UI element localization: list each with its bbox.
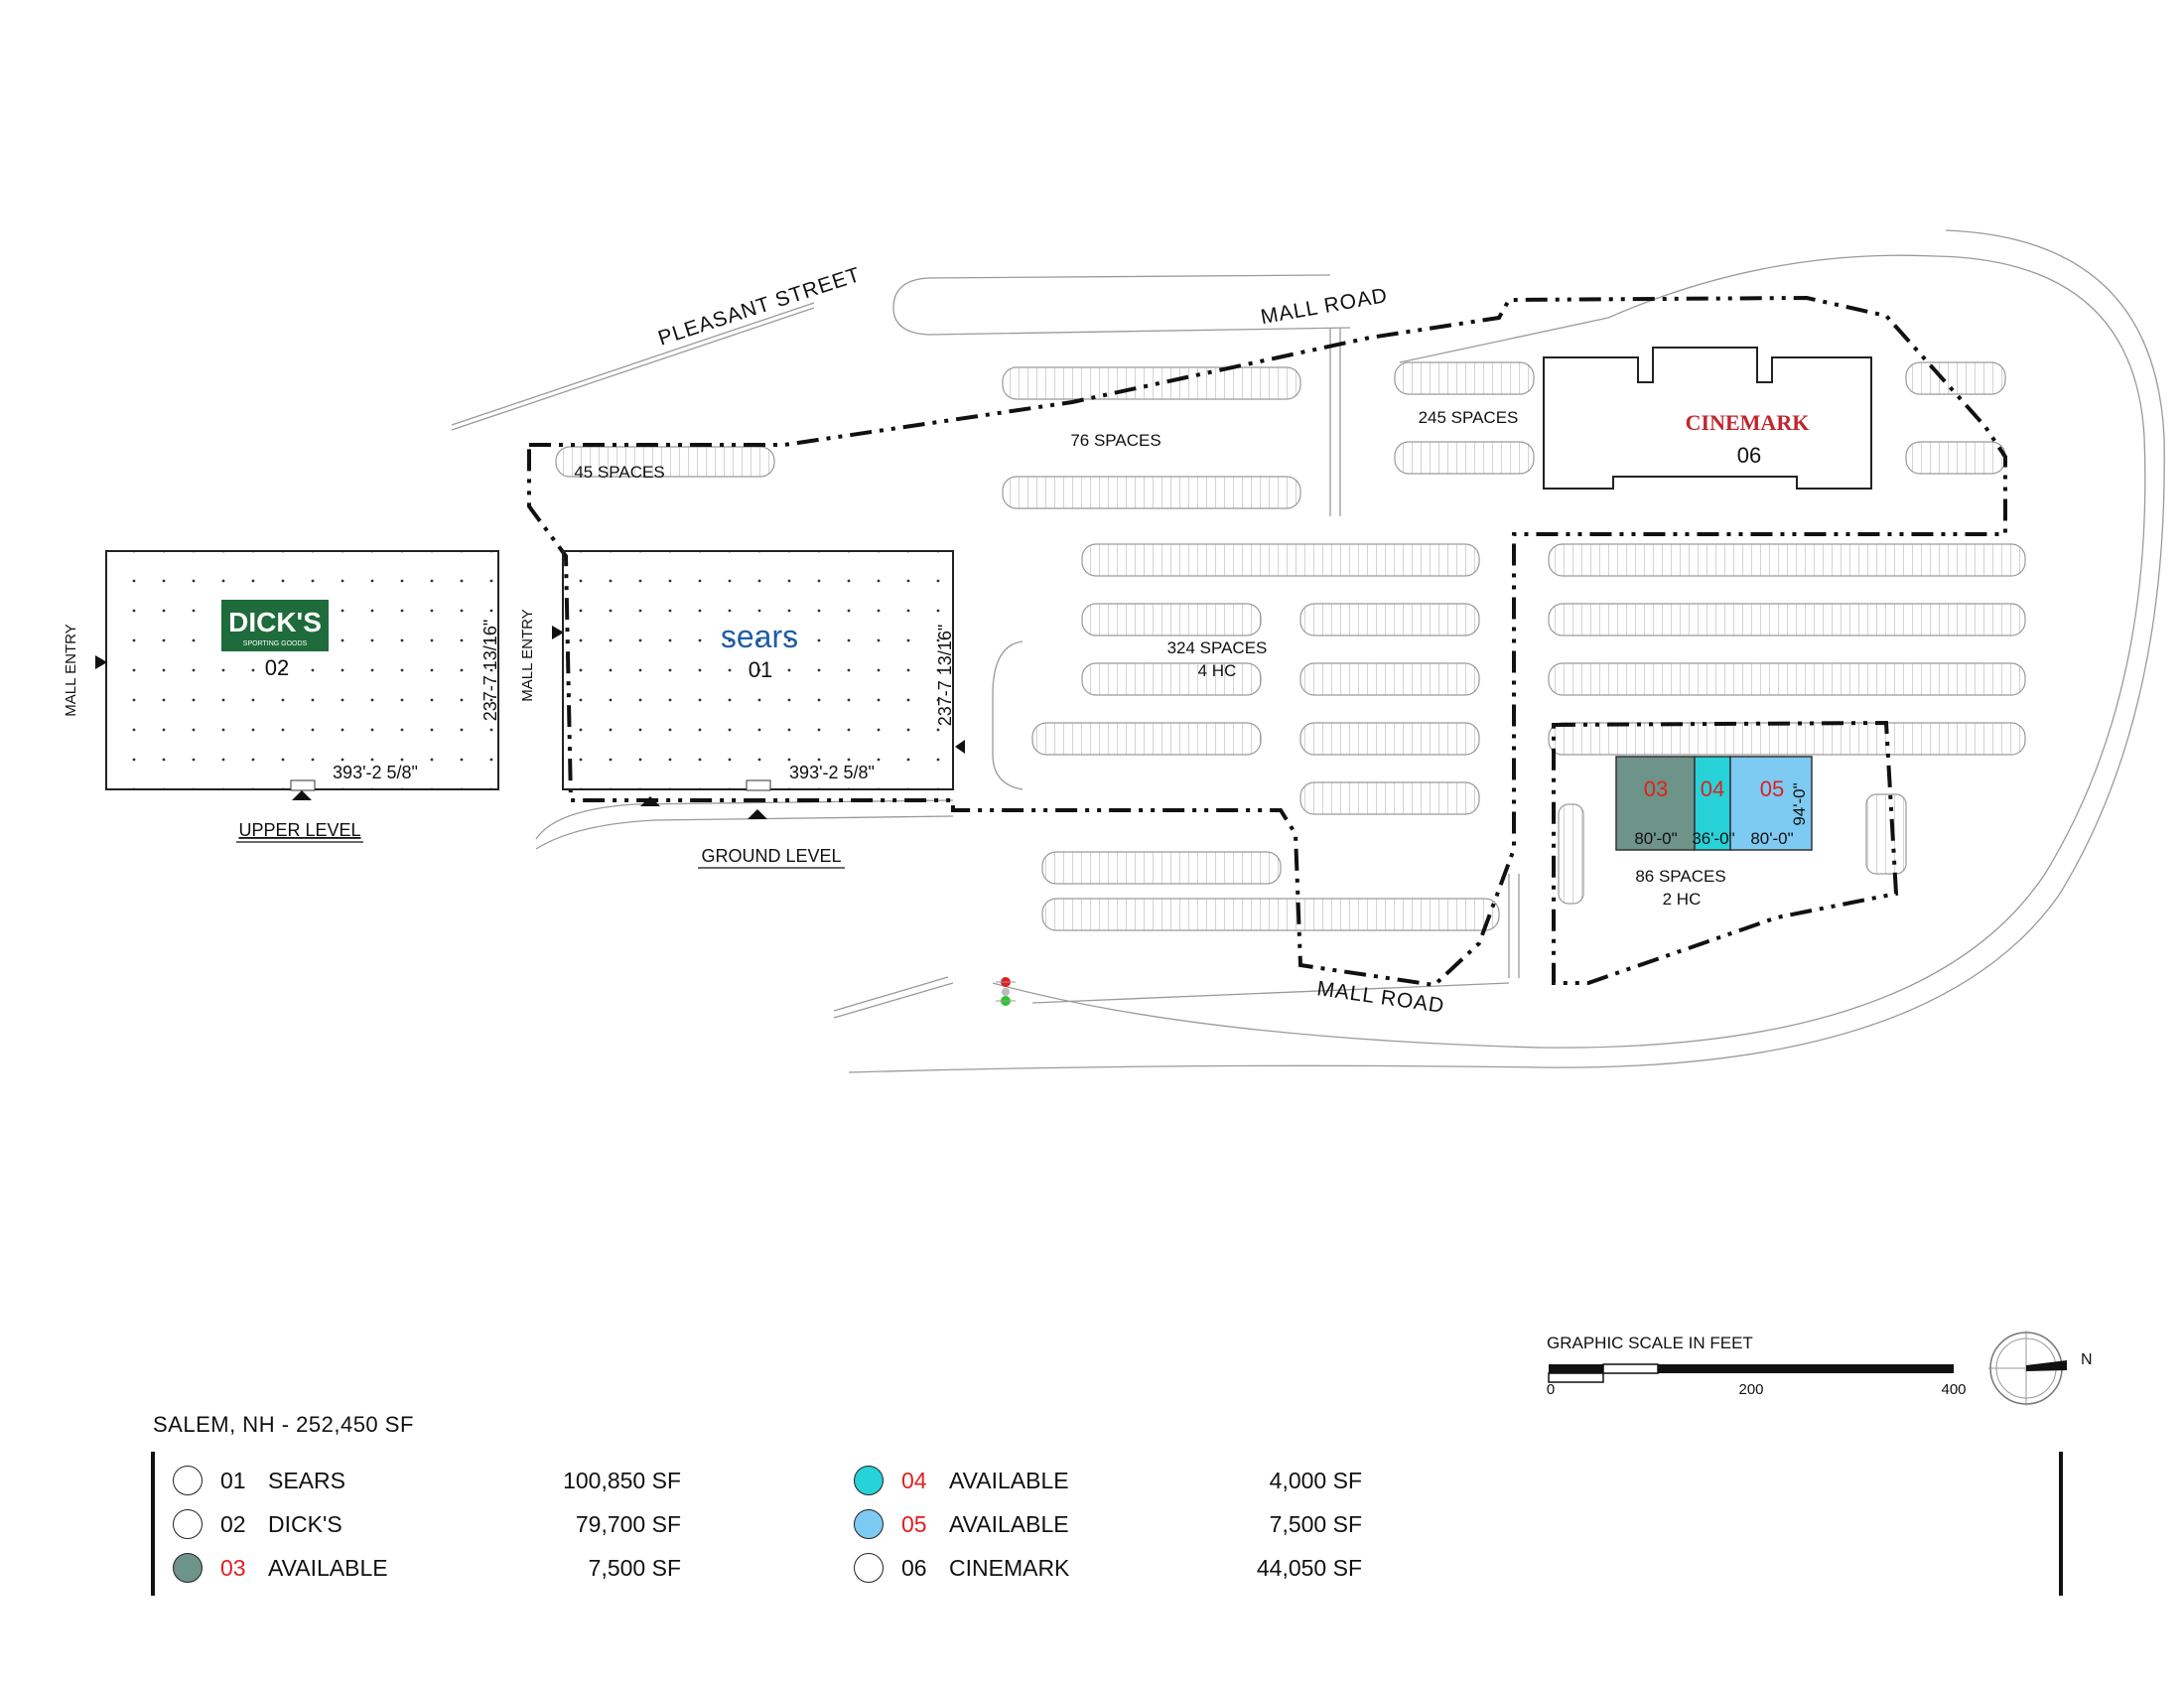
legend-swatch (854, 1509, 884, 1539)
legend-number: 02 (220, 1510, 246, 1537)
dicks-logo-subtext: SPORTING GOODS (243, 640, 308, 647)
north-arrow-icon: N (1988, 1331, 2093, 1406)
legend-square-feet: 44,050 SF (1256, 1554, 1362, 1581)
legend-square-feet: 7,500 SF (588, 1554, 681, 1581)
unit-05[interactable] (1729, 756, 1813, 851)
sears-entry-arrow-bottom-2 (748, 809, 767, 819)
unit-03-label: 03 (1644, 776, 1668, 801)
sears-width-dimension: 393'-2 5/8" (789, 763, 875, 782)
road-lines (451, 229, 2165, 1073)
unit-04-label: 04 (1701, 776, 1724, 801)
cinemark-number: 06 (1737, 443, 1761, 468)
legend-number: 04 (901, 1467, 927, 1493)
cinemark-logo: CINEMARK (1686, 410, 1810, 435)
parking-86-label: 86 SPACES (1635, 867, 1725, 886)
north-label: N (2081, 1351, 2093, 1368)
legend-swatch (854, 1553, 884, 1583)
parking-245-label: 245 SPACES (1419, 408, 1519, 427)
dicks-number: 02 (265, 655, 289, 680)
dicks-logo-text: DICK'S (228, 607, 322, 637)
legend-item-02: 02 DICK'S 79,700 SF (173, 1507, 689, 1541)
sears-building[interactable]: sears 01 393'-2 5/8" 237-7 13/16" (552, 550, 965, 819)
ground-level-label: GROUND LEVEL (701, 846, 841, 866)
scale-tick-0: 0 (1547, 1381, 1555, 1398)
pad-buildings: 03 04 05 80'-0" 36'-0" 80'-0" 94'-0" (1615, 756, 1813, 851)
legend-square-feet: 100,850 SF (563, 1467, 681, 1493)
unit-04[interactable] (1694, 756, 1731, 851)
legend-item-04: 04 AVAILABLE 4,000 SF (854, 1464, 1370, 1497)
unit-04-width: 36'-0" (1692, 829, 1734, 848)
legend-swatch (173, 1509, 203, 1539)
legend-name: AVAILABLE (949, 1467, 1069, 1493)
sears-number: 01 (749, 657, 772, 682)
parking-76-label: 76 SPACES (1070, 431, 1160, 450)
dicks-width-dimension: 393'-2 5/8" (333, 763, 418, 782)
unit-03[interactable] (1615, 756, 1696, 851)
legend-number: 06 (901, 1554, 927, 1581)
legend-item-06: 06 CINEMARK 44,050 SF (854, 1551, 1370, 1585)
legend-swatch (173, 1466, 203, 1495)
unit-03-width: 80'-0" (1634, 829, 1677, 848)
mall-road-top-label: MALL ROAD (1259, 284, 1390, 329)
legend-square-feet: 7,500 SF (1269, 1510, 1362, 1537)
parking-324-label: 324 SPACES (1167, 638, 1268, 657)
parking-fields (555, 361, 2026, 931)
parking-324-hc-label: 4 HC (1198, 661, 1237, 680)
parking-86-hc-label: 2 HC (1663, 890, 1702, 909)
legend-item-01: 01 SEARS 100,850 SF (173, 1464, 689, 1497)
legend-name: SEARS (268, 1467, 345, 1493)
legend-number: 03 (220, 1554, 246, 1581)
legend-square-feet: 4,000 SF (1269, 1467, 1362, 1493)
unit-05-label: 05 (1760, 776, 1784, 801)
pleasant-street-label: PLEASANT STREET (655, 263, 864, 351)
dicks-depth-dimension: 237-7 13/16" (480, 620, 500, 721)
sears-entry-arrow-right (955, 740, 965, 754)
dicks-building[interactable]: DICK'S SPORTING GOODS 02 393'-2 5/8" 237… (95, 550, 500, 800)
site-summary-title: SALEM, NH - 252,450 SF (153, 1412, 414, 1437)
legend-square-feet: 79,700 SF (575, 1510, 681, 1537)
cinemark-building[interactable]: CINEMARK 06 (1543, 347, 1872, 490)
dicks-entry-arrow-bottom (292, 790, 312, 800)
unit-05-width: 80'-0" (1750, 829, 1793, 848)
sears-logo: sears (721, 619, 798, 654)
legend-number: 01 (220, 1467, 246, 1493)
legend-name: DICK'S (268, 1510, 342, 1537)
legend-item-03: 03 AVAILABLE 7,500 SF (173, 1551, 689, 1585)
legend-name: AVAILABLE (268, 1554, 388, 1581)
legend-swatch (173, 1553, 203, 1583)
upper-level-label: UPPER LEVEL (238, 820, 360, 840)
dicks-logo (221, 600, 329, 651)
mall-road-bottom-label: MALL ROAD (1315, 977, 1446, 1018)
scale-tick-400: 400 (1941, 1381, 1966, 1398)
legend-box (151, 1452, 2063, 1596)
sears-mall-entry-label: MALL ENTRY (519, 609, 536, 701)
graphic-scale: GRAPHIC SCALE IN FEET 0 200 400 (1547, 1334, 1967, 1398)
traffic-signal-icon (996, 977, 1016, 1006)
legend-name: CINEMARK (949, 1554, 1070, 1581)
legend-item-05: 05 AVAILABLE 7,500 SF (854, 1507, 1370, 1541)
legend-name: AVAILABLE (949, 1510, 1069, 1537)
scale-tick-200: 200 (1738, 1381, 1763, 1398)
legend-swatch (854, 1466, 884, 1495)
pad-depth: 94'-0" (1790, 782, 1809, 825)
dicks-mall-entry-label: MALL ENTRY (63, 624, 79, 716)
parking-45-label: 45 SPACES (574, 463, 664, 482)
sears-entry-arrow (552, 626, 564, 639)
scale-title: GRAPHIC SCALE IN FEET (1547, 1334, 1753, 1352)
pad-boundary (1552, 720, 1899, 985)
dicks-entry-arrow (95, 655, 107, 669)
legend-number: 05 (901, 1510, 927, 1537)
sears-entry-arrow-bottom-1 (640, 796, 660, 806)
sears-depth-dimension: 237-7 13/16" (935, 625, 955, 726)
